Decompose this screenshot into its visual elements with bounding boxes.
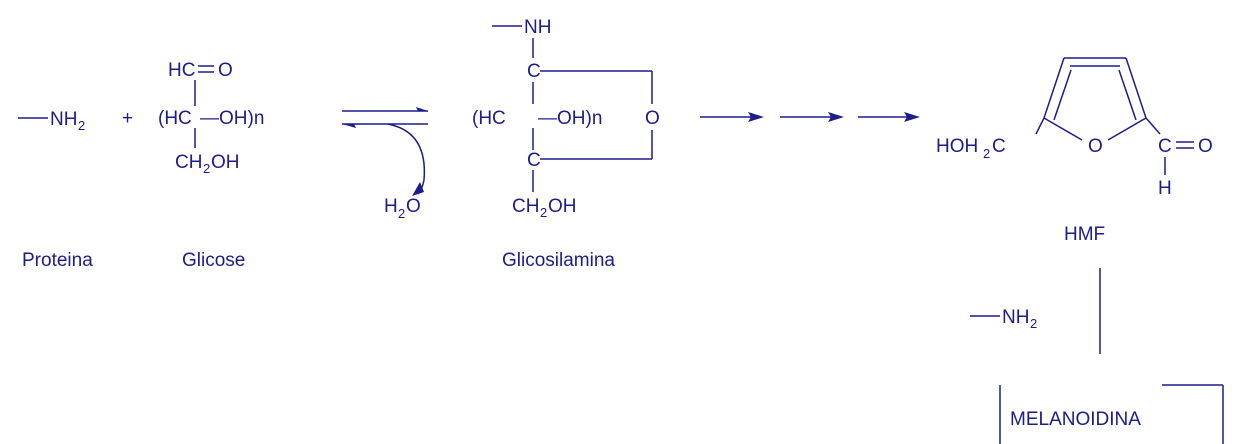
- label-hmf: HMF: [1064, 224, 1105, 245]
- hmf-aldehyde-c: C: [1158, 136, 1172, 157]
- glycosylamine-ch2oh-sub: 2: [540, 205, 547, 220]
- protein-nh-subscript: 2: [78, 118, 85, 133]
- glycosylamine-c1: C: [527, 61, 541, 82]
- svg-text:O: O: [406, 196, 421, 217]
- svg-text:H: H: [384, 196, 398, 217]
- protein-nh: NH: [50, 109, 77, 130]
- water-elimination-arrow: [387, 123, 426, 196]
- hmf-aldehyde-o: O: [1198, 136, 1213, 157]
- hmf-aldehyde-h: H: [1158, 178, 1172, 199]
- label-melanoidin: MELANOIDINA: [1010, 409, 1141, 430]
- glycosylamine-chain-hc: (HC: [472, 108, 506, 129]
- hmf-structure: O HOH 2 C C O H: [936, 57, 1213, 199]
- hmf-ring-o: O: [1088, 136, 1103, 157]
- glucose-ch2oh-oh: OH: [211, 152, 240, 173]
- multistep-arrows: [700, 112, 920, 122]
- label-glycosylamine: Glicosilamina: [502, 250, 615, 271]
- plus-sign: +: [122, 108, 133, 129]
- glycosylamine-structure: NH C (HC —OH)n O C CH 2 OH: [472, 17, 660, 220]
- label-glucose: Glicose: [182, 250, 245, 271]
- water-formula: H 2 O: [384, 196, 421, 221]
- hmf-hoh2c-b: C: [992, 136, 1006, 157]
- glycosylamine-chain-oh: —OH)n: [538, 108, 602, 129]
- svg-text:2: 2: [398, 206, 405, 221]
- protein-amine: NH 2: [18, 109, 85, 133]
- equilibrium-arrow: [342, 107, 428, 128]
- glucose-structure: HC O (HC —OH)n CH 2 OH: [158, 60, 264, 176]
- glycosylamine-c2: C: [527, 150, 541, 171]
- hmf-hoh2c-sub: 2: [983, 146, 990, 161]
- label-protein: Proteina: [22, 250, 93, 271]
- svg-text:2: 2: [1030, 316, 1037, 331]
- glycosylamine-nh: NH: [524, 17, 551, 38]
- glucose-chain-oh: —OH)n: [200, 108, 264, 129]
- melanoidin-box: MELANOIDINA: [999, 384, 1224, 444]
- glucose-aldehyde-hc: HC: [168, 60, 195, 81]
- second-amine: NH 2: [970, 307, 1037, 331]
- glucose-chain-hc: (HC: [158, 108, 192, 129]
- glucose-ch2oh-sub: 2: [203, 161, 210, 176]
- svg-text:NH: NH: [1002, 307, 1029, 328]
- glycosylamine-ch2oh-oh: OH: [548, 196, 577, 217]
- glycosylamine-ch2oh-ch: CH: [512, 196, 539, 217]
- glucose-aldehyde-o: O: [218, 60, 233, 81]
- hmf-hoh2c-a: HOH: [936, 136, 978, 157]
- glucose-ch2oh-ch: CH: [175, 152, 202, 173]
- glycosylamine-ring-o: O: [645, 108, 660, 129]
